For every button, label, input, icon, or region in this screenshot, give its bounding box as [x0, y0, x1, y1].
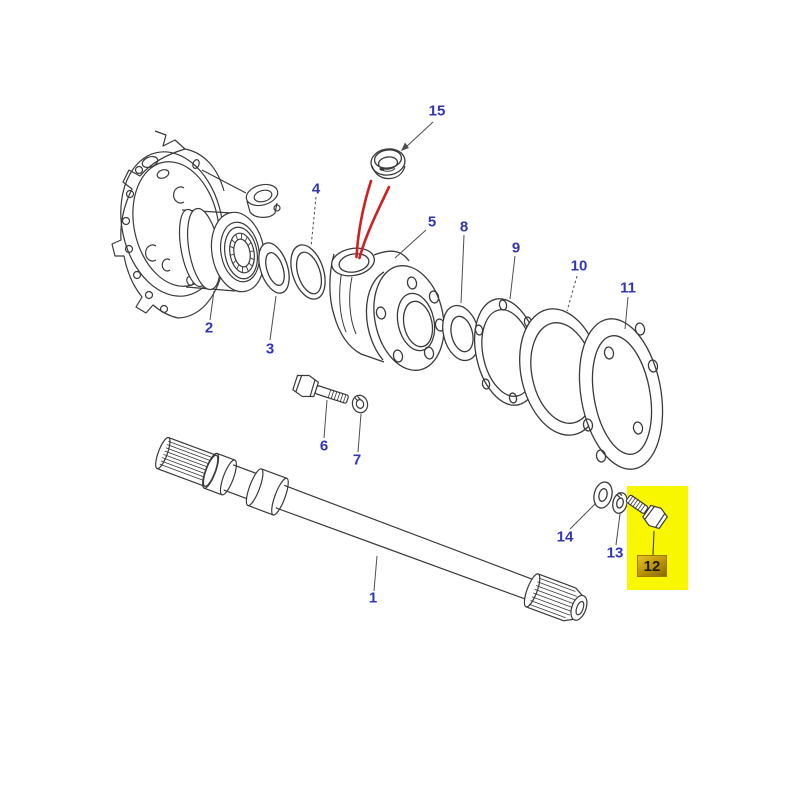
part-3-seal-ring — [258, 242, 290, 294]
part-label-2: 2 — [204, 319, 214, 337]
part-label-9: 9 — [511, 239, 521, 257]
part-label-13: 13 — [606, 544, 624, 562]
part-6-bolt — [292, 374, 349, 404]
part-label-11: 11 — [620, 279, 636, 297]
part-label-3: 3 — [265, 340, 275, 358]
differential-housing — [111, 130, 225, 319]
part-label-7: 7 — [352, 451, 362, 469]
part-12-bolt-highlighted — [625, 494, 668, 530]
part-label-14: 14 — [556, 528, 574, 546]
part-4-ring — [290, 244, 326, 300]
part-label-1: 1 — [368, 589, 378, 607]
part-label-5: 5 — [427, 213, 437, 231]
label-15-arrow — [401, 121, 434, 151]
part-5-swivel-housing — [329, 247, 446, 371]
part-13-lock-washer — [612, 492, 628, 514]
part-7-lock-washer — [351, 394, 369, 414]
part-14-washer — [593, 481, 613, 509]
red-guide-lines — [355, 179, 391, 260]
part-1-axle-shaft — [155, 436, 588, 622]
part-12-leader-line — [652, 530, 655, 556]
part-label-4: 4 — [311, 180, 321, 198]
part-label-10: 10 — [570, 257, 588, 275]
part-15-cap — [370, 148, 406, 180]
part-label-15: 15 — [428, 102, 446, 120]
breather-bush — [201, 169, 281, 218]
part-label-8: 8 — [459, 218, 469, 236]
part-12-tag: 12 — [637, 555, 667, 577]
part-2-coupling — [178, 207, 266, 293]
part-label-6: 6 — [319, 437, 329, 455]
part-11-gasket — [578, 318, 664, 470]
leader-lines — [209, 196, 629, 592]
